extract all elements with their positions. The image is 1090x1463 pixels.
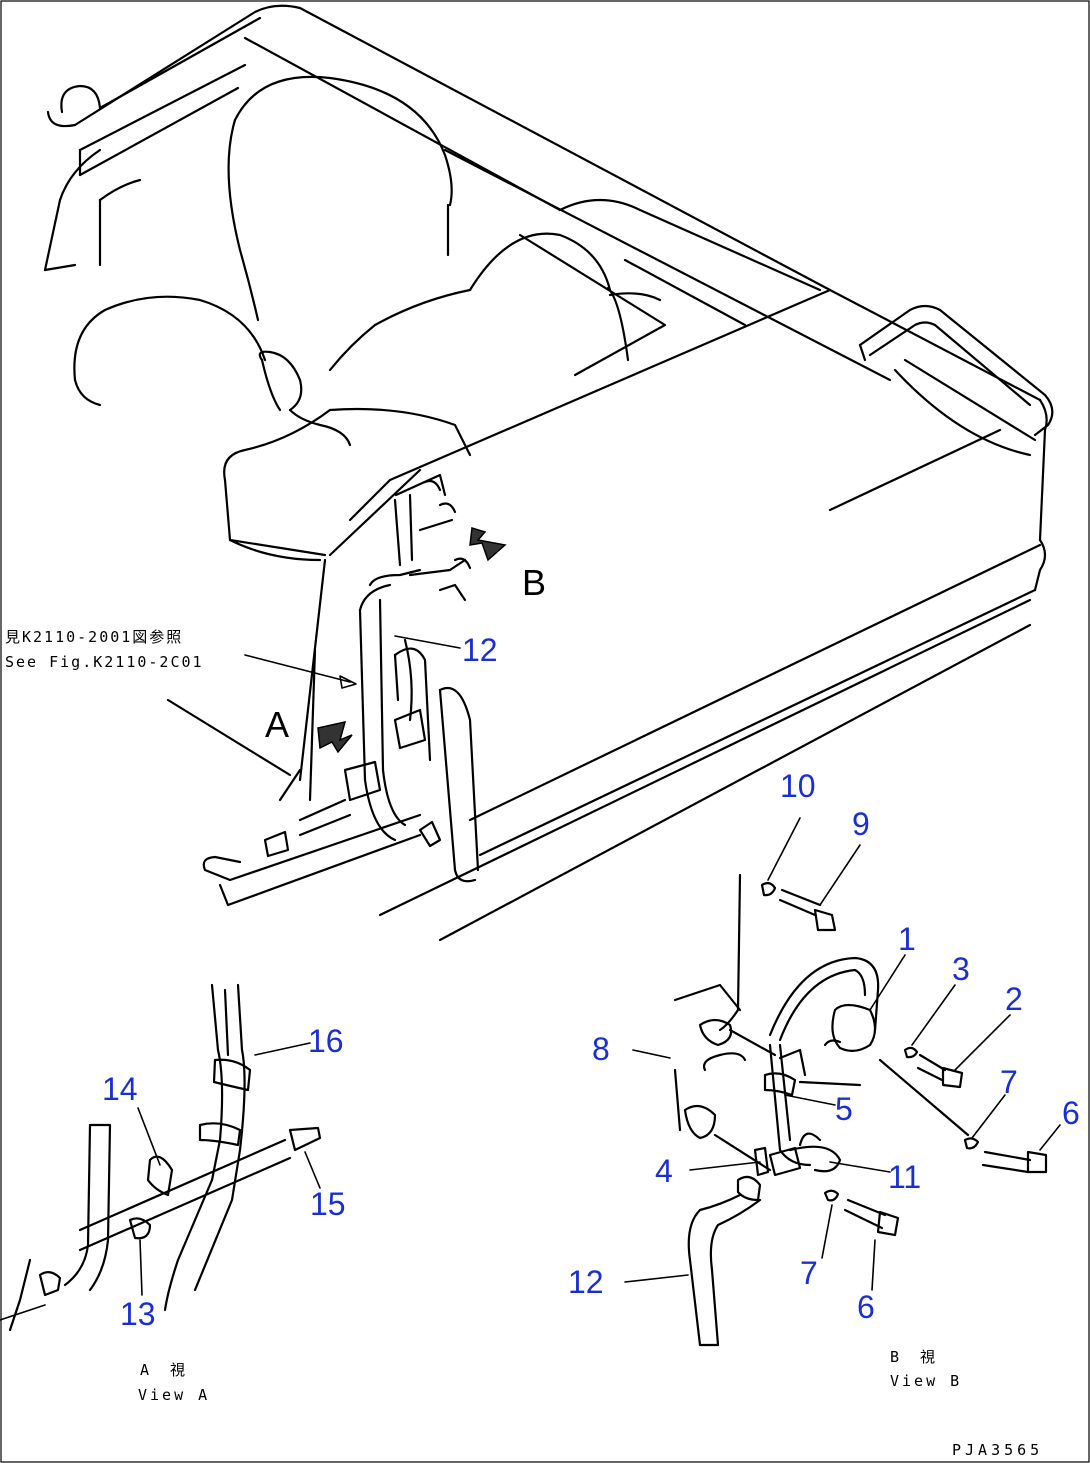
drawing-code: PJA3565 bbox=[952, 1441, 1043, 1459]
callout-12-view-b: 12 bbox=[568, 1264, 604, 1300]
callout-16: 16 bbox=[308, 1023, 344, 1059]
callout-numbers: 12 10 9 1 3 2 8 7 6 5 4 11 12 7 6 16 14 … bbox=[102, 632, 1080, 1332]
view-b-caption: B 視 View B bbox=[890, 1348, 962, 1390]
reference-note-en: See Fig.K2110-2C01 bbox=[5, 653, 204, 671]
view-a-detail bbox=[0, 983, 322, 1332]
callout-9: 9 bbox=[852, 806, 870, 842]
callout-5: 5 bbox=[835, 1091, 853, 1127]
callout-7-right: 7 bbox=[1000, 1064, 1018, 1100]
leader-12a bbox=[394, 635, 461, 649]
view-a-caption: A 視 View A bbox=[138, 1361, 210, 1404]
view-marker-b: B bbox=[522, 562, 546, 603]
callout-13: 13 bbox=[120, 1296, 156, 1332]
callout-6-lower: 6 bbox=[857, 1289, 875, 1325]
callout-11: 11 bbox=[888, 1159, 921, 1195]
leader-6a bbox=[1039, 1124, 1061, 1151]
callout-10: 10 bbox=[780, 768, 816, 804]
leader-11 bbox=[829, 1161, 891, 1173]
reference-note: 見K2110-2001図参照 See Fig.K2110-2C01 bbox=[5, 628, 357, 689]
callout-14: 14 bbox=[102, 1071, 138, 1107]
leader-10 bbox=[767, 817, 801, 881]
view-arrow-a bbox=[317, 720, 353, 754]
wiring-harness-main bbox=[202, 473, 480, 907]
callout-4: 4 bbox=[655, 1153, 673, 1189]
view-arrow-b bbox=[469, 527, 507, 562]
leader-12b bbox=[624, 1274, 689, 1283]
leader-16 bbox=[254, 1042, 311, 1056]
view-b-caption-jp: B 視 bbox=[890, 1348, 938, 1366]
leader-15 bbox=[304, 1151, 321, 1189]
view-b-detail bbox=[673, 873, 1048, 1347]
leader-2 bbox=[954, 1014, 1011, 1071]
callout-3: 3 bbox=[952, 951, 970, 987]
reference-note-jp: 見K2110-2001図参照 bbox=[5, 628, 183, 646]
machine-body-outline bbox=[43, 4, 1054, 942]
callout-6-right: 6 bbox=[1062, 1095, 1080, 1131]
leader-3 bbox=[911, 984, 956, 1046]
view-a-caption-en: View A bbox=[138, 1386, 210, 1404]
callout-12-main: 12 bbox=[462, 632, 498, 668]
callout-8: 8 bbox=[592, 1031, 610, 1067]
leader-8 bbox=[632, 1049, 671, 1059]
leader-9 bbox=[819, 844, 861, 906]
callout-2: 2 bbox=[1005, 981, 1023, 1017]
leader-5 bbox=[784, 1094, 836, 1106]
leader-6b bbox=[871, 1239, 876, 1291]
callout-7-lower: 7 bbox=[800, 1255, 818, 1291]
callout-15: 15 bbox=[310, 1186, 346, 1222]
leader-1 bbox=[869, 954, 906, 1011]
view-marker-a: A bbox=[265, 704, 289, 745]
callout-1: 1 bbox=[898, 921, 916, 957]
view-a-caption-jp: A 視 bbox=[140, 1361, 188, 1379]
view-b-caption-en: View B bbox=[890, 1372, 962, 1390]
leader-4 bbox=[689, 1161, 761, 1171]
leader-13 bbox=[139, 1239, 143, 1296]
leader-7a bbox=[971, 1094, 1006, 1139]
leader-14 bbox=[137, 1107, 161, 1166]
leader-7b bbox=[821, 1204, 833, 1259]
